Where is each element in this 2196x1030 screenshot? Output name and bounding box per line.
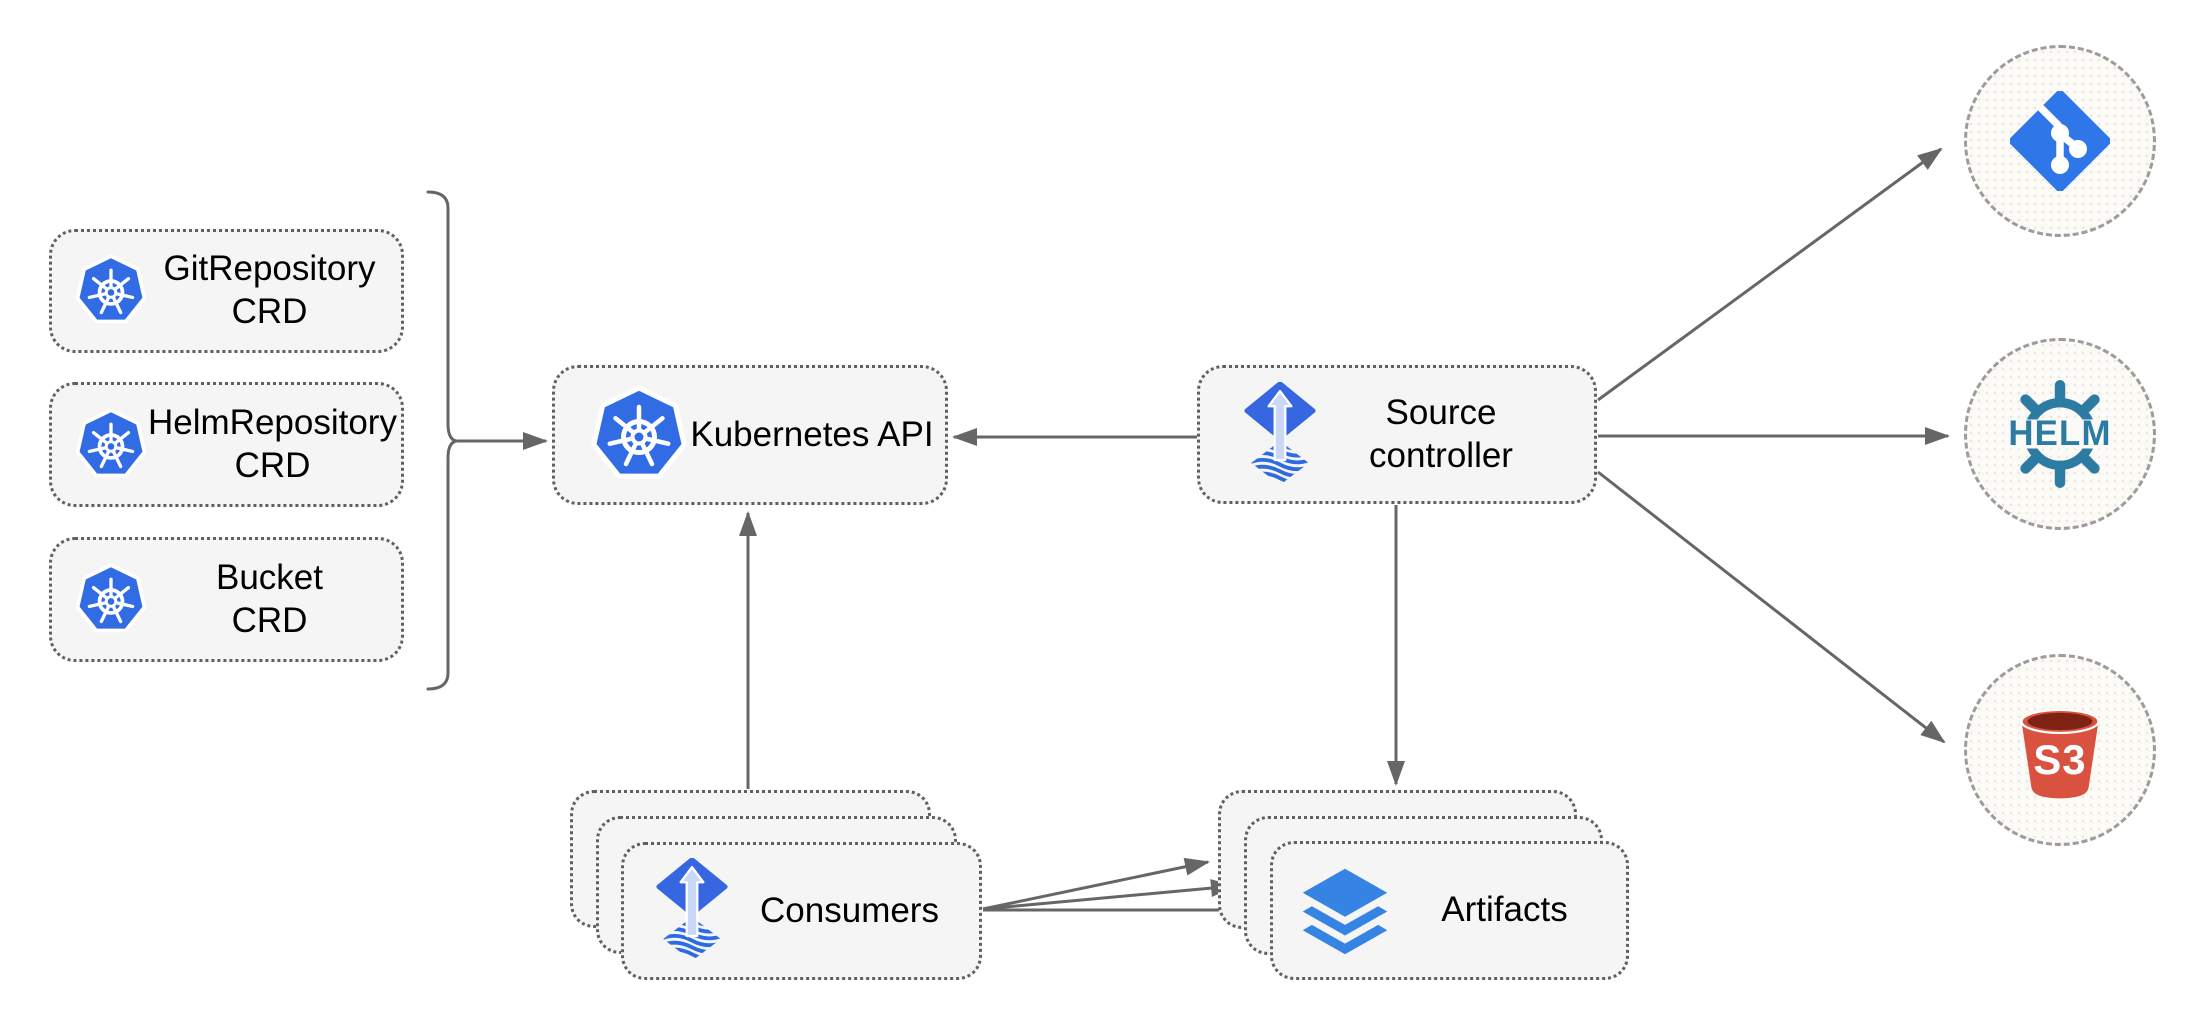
node-gitrepository-crd: GitRepository CRD [49, 229, 404, 353]
s3-logo-text: S3 [2033, 736, 2086, 783]
source-controller-title: Source [1385, 392, 1497, 432]
artifacts-label: Artifacts [1441, 890, 1568, 930]
helm-logo-text: HELM [2008, 414, 2111, 453]
crd-subtitle: CRD [234, 445, 311, 485]
crd-title: Bucket [216, 557, 323, 597]
edge-consumers-to-artifacts-1 [982, 857, 1210, 911]
git-icon [2010, 91, 2110, 191]
node-helm-source: HELM [1964, 338, 2156, 530]
node-s3-source: S3 [1964, 654, 2156, 846]
flux-icon [656, 858, 728, 961]
node-consumers: Consumers [621, 842, 982, 980]
node-bucket-crd: Bucket CRD [49, 537, 404, 662]
helm-icon: HELM [2008, 380, 2112, 488]
layers-icon [1302, 868, 1388, 954]
edge-sc-to-s3 [1597, 470, 1946, 744]
source-controller-subtitle: controller [1369, 435, 1513, 475]
kubernetes-api-label: Kubernetes API [690, 414, 934, 454]
node-label: Bucket CRD [148, 557, 401, 642]
flux-icon [1244, 381, 1316, 485]
edge-consumers-to-artifacts-2 [982, 879, 1236, 911]
node-label: HelmRepository CRD [148, 402, 407, 487]
node-git-source [1964, 45, 2156, 237]
node-kubernetes-api: Kubernetes API [552, 365, 948, 505]
s3-icon: S3 [2020, 708, 2100, 799]
node-consumers-stack: Consumers [570, 790, 983, 980]
node-label: GitRepository CRD [148, 248, 401, 333]
kubernetes-icon [591, 385, 687, 479]
consumers-label: Consumers [760, 890, 939, 930]
node-helmrepository-crd: HelmRepository CRD [49, 382, 404, 507]
crd-subtitle: CRD [231, 292, 308, 331]
crd-subtitle: CRD [231, 600, 308, 640]
kubernetes-icon [75, 562, 147, 632]
kubernetes-icon [75, 254, 147, 324]
node-source-controller: Source controller [1197, 365, 1597, 504]
kubernetes-icon [75, 407, 147, 477]
node-artifacts-stack: Artifacts [1218, 790, 1630, 981]
crd-title: GitRepository [163, 249, 376, 289]
node-artifacts: Artifacts [1270, 841, 1629, 980]
crd-group-bracket [426, 190, 457, 691]
edge-sc-to-git [1597, 147, 1943, 402]
crd-title: HelmRepository [148, 402, 397, 442]
node-label: Source controller [1318, 392, 1594, 477]
